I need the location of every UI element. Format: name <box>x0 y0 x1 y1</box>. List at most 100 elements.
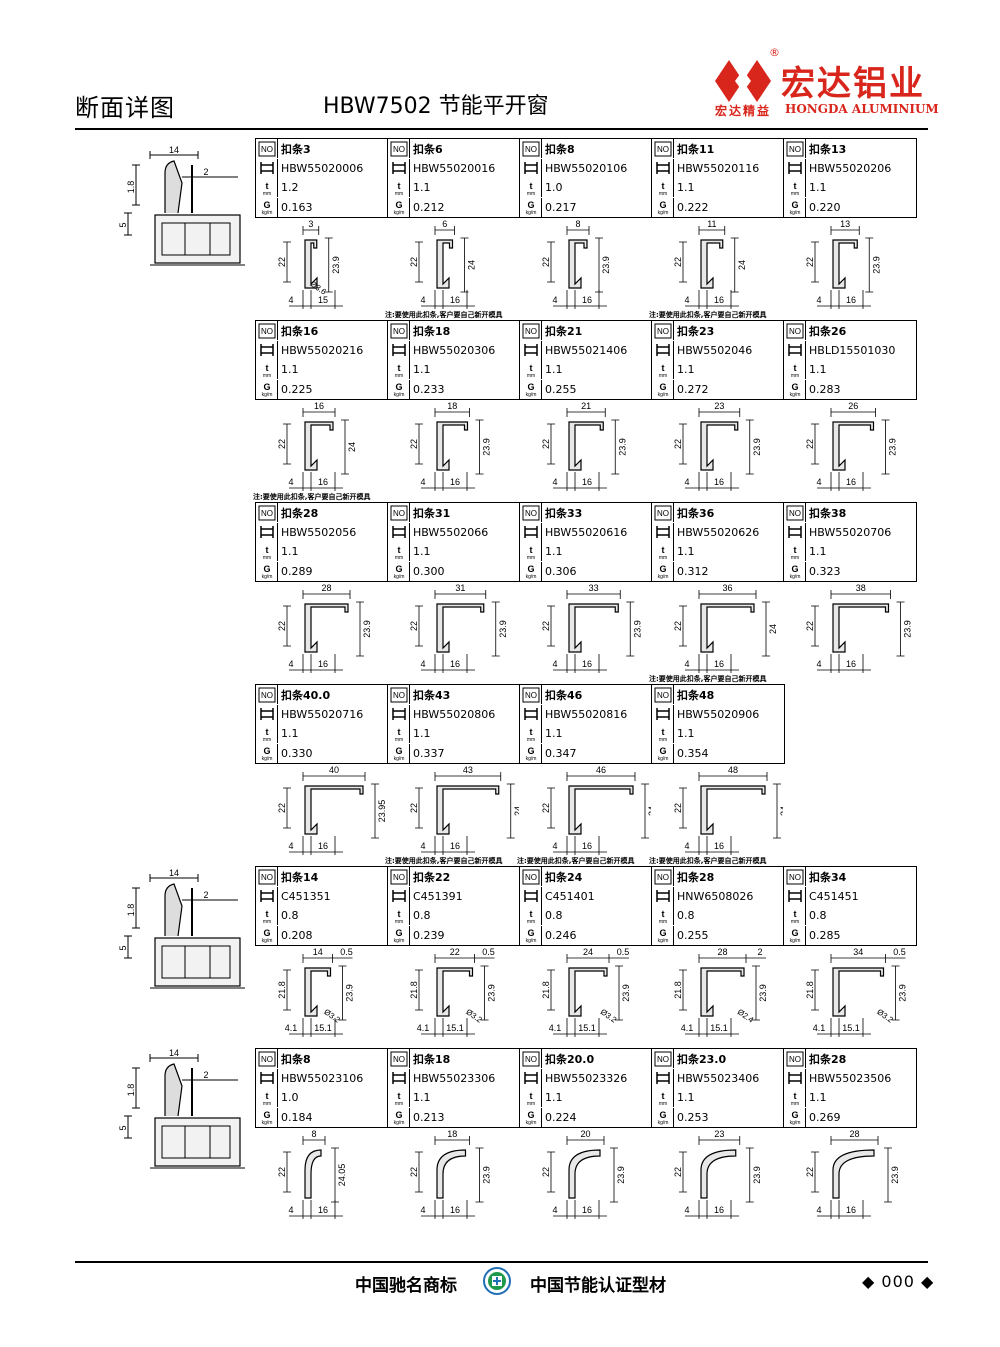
profile-code: HBW5502046 <box>677 343 753 357</box>
dim-line <box>566 1136 605 1145</box>
dim-line <box>415 605 423 647</box>
profile-thickness: 1.1 <box>413 363 431 377</box>
profile-thickness: 1.1 <box>677 1091 695 1105</box>
svg-text:kg/m: kg/m <box>261 1120 272 1125</box>
svg-text:NO: NO <box>393 1055 405 1064</box>
dim-left-height-label: 22 <box>409 439 419 449</box>
dim-line <box>698 954 747 963</box>
spec-row-code: HBW55023306 <box>388 1068 519 1089</box>
dim-line <box>884 1147 892 1203</box>
profile-name: 扣条33 <box>545 506 583 520</box>
code-icon <box>520 1068 542 1088</box>
dim-line <box>685 654 739 673</box>
bead-outline <box>304 603 349 653</box>
spec-row-code: HNW6508026 <box>652 886 783 907</box>
dim-bottom-label: 15.1 <box>446 1023 464 1033</box>
svg-text:t: t <box>265 363 268 373</box>
dim-line <box>283 241 291 283</box>
dim-right-height-label: 23.9 <box>621 984 631 1002</box>
name-icon: NO <box>520 139 542 159</box>
svg-text:G: G <box>263 382 270 392</box>
dim-bottom-label: 16 <box>450 295 460 305</box>
dim-line <box>302 1136 326 1145</box>
dim-line <box>341 419 349 475</box>
dim-line <box>289 1018 343 1037</box>
bead-outline <box>436 1149 467 1199</box>
dim-right-height-label: 24 <box>737 260 747 270</box>
svg-text:mm: mm <box>526 919 534 924</box>
dim-line <box>149 1054 199 1062</box>
spec-row-code: HBW55023406 <box>652 1068 783 1089</box>
profile-code: HBW55020306 <box>413 343 496 357</box>
profile-thickness: 1.1 <box>677 181 695 195</box>
code-icon <box>388 1068 410 1088</box>
svg-text:G: G <box>395 746 402 756</box>
dim-line <box>553 836 607 855</box>
profile-name: 扣条3 <box>281 142 311 156</box>
footer-rule <box>75 1261 928 1263</box>
dim-lip-label: 0.5 <box>893 947 906 957</box>
dim-width-label: 14 <box>169 1048 179 1058</box>
footer-certification: 中国节能认证型材 <box>530 1276 666 1296</box>
dim-width-label: 16 <box>314 401 324 411</box>
dim-base-label: 4.1 <box>549 1023 562 1033</box>
svg-text:kg/m: kg/m <box>525 756 536 761</box>
dim-base-label: 4.1 <box>417 1023 430 1033</box>
svg-text:kg/m: kg/m <box>261 756 272 761</box>
dim-line <box>415 1151 423 1193</box>
profile-code: HBW55020626 <box>677 525 760 539</box>
dim-base-label: 4 <box>420 841 425 851</box>
svg-text:kg/m: kg/m <box>525 574 536 579</box>
dim-line <box>566 590 621 599</box>
svg-text:G: G <box>791 200 798 210</box>
code-icon <box>520 158 542 178</box>
dim-line <box>480 965 489 1021</box>
spec-row-code: HBW55020016 <box>388 158 519 179</box>
svg-text:mm: mm <box>262 191 270 196</box>
svg-text:mm: mm <box>526 1101 534 1106</box>
dim-offset-label: 5 <box>118 1125 128 1130</box>
svg-text:kg/m: kg/m <box>657 1120 668 1125</box>
name-icon: NO <box>256 321 278 341</box>
svg-text:G: G <box>659 928 666 938</box>
profile-name: 扣条34 <box>809 870 847 884</box>
dim-line <box>182 1076 238 1084</box>
dim-line <box>626 601 635 657</box>
bead-outline <box>832 967 885 1017</box>
